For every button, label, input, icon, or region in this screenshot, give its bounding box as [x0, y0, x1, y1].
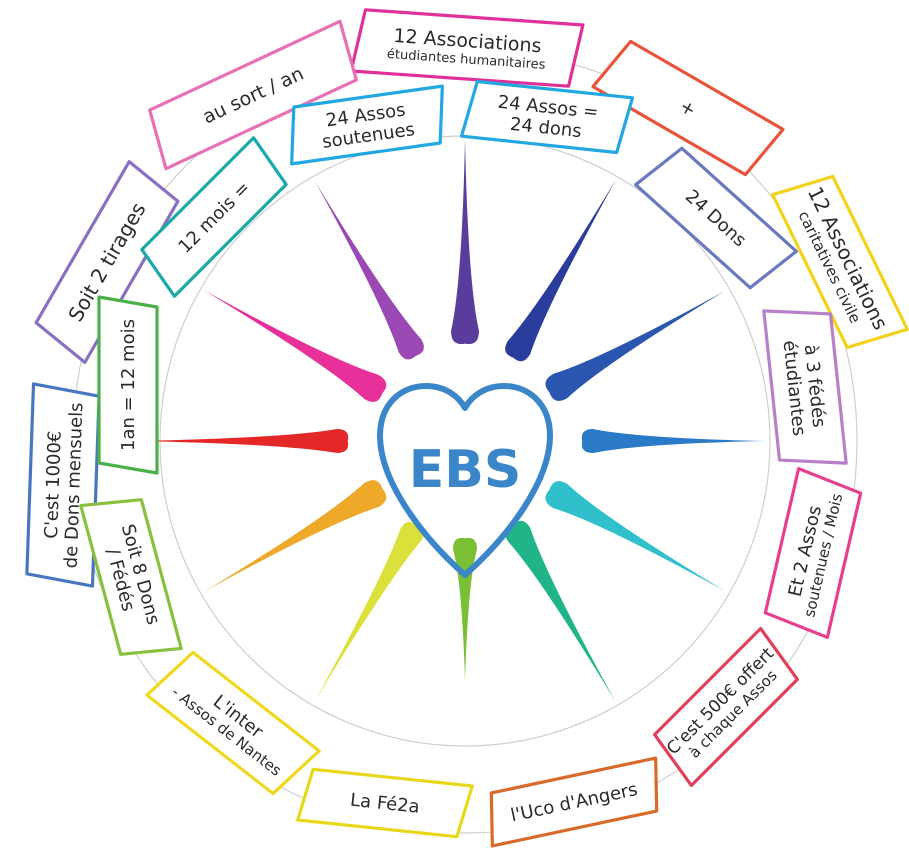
inner-24-assos-dons-frame [459, 79, 635, 155]
spoke-violet [315, 181, 424, 360]
inner-uco-frame [489, 756, 659, 848]
inner-8-dons-frame [79, 498, 183, 656]
inner-24-dons: 24 Dons [634, 146, 798, 290]
inner-1an-line-1: 1an = 12 mois [118, 319, 139, 451]
spoke-teal [505, 520, 615, 701]
inner-12-mois-frame [140, 136, 288, 298]
inner-24-assos-soutenues-frame [290, 84, 444, 166]
inner-24-dons-frame [634, 146, 798, 290]
inner-fe2a-frame [296, 767, 474, 839]
inner-24-assos-dons: 24 Assos =24 dons [459, 79, 635, 155]
spoke-magenta [203, 290, 387, 402]
outer-12-asso-etudiantes-frame [349, 8, 585, 88]
spoke-red [135, 429, 349, 453]
outer-1000-line-1: C'est 1000€ [41, 430, 66, 539]
inner-500-frame [652, 626, 800, 788]
inner-1an: 1an = 12 mois [97, 295, 159, 475]
outer-plus-frame [591, 39, 785, 177]
ebs-logo: EBS [377, 383, 553, 578]
outer-plus: + [591, 39, 785, 177]
outer-au-sort-frame [148, 19, 358, 171]
spoke-blue-dark [545, 291, 725, 401]
outer-2-tirages-frame [34, 160, 180, 364]
spoke-green [453, 537, 477, 681]
inner-3-fedes-frame [762, 309, 848, 465]
outer-12-asso-caritatives-frame [771, 174, 909, 350]
spoke-cyan [545, 481, 725, 591]
spoke-lime [315, 521, 424, 701]
spoke-navy [505, 179, 616, 362]
spoke-orange [203, 480, 387, 592]
inner-8-dons: Soit 8 Dons/ Fédés [79, 498, 183, 656]
spokes [135, 139, 765, 701]
heart-icon [377, 383, 553, 578]
logo-text: EBS [409, 440, 522, 500]
outer-1000: C'est 1000€de Dons mensuels [25, 382, 101, 588]
inner-inter-frame [145, 650, 321, 796]
inner-fe2a: La Fé2a [296, 767, 474, 839]
inner-2-assos-mois-frame [763, 467, 863, 639]
inner-1an-frame [97, 295, 159, 475]
inner-inter: L'inter- Assos de Nantes [145, 650, 321, 796]
inner-uco: l'Uco d'Angers [489, 756, 659, 848]
spoke-purple [451, 139, 479, 345]
spoke-blue [581, 429, 765, 453]
